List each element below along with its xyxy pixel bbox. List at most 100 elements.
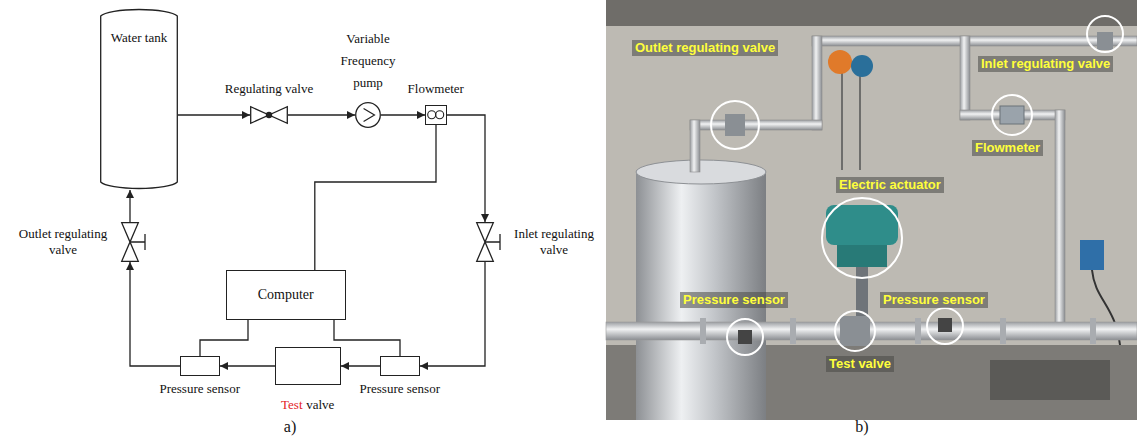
photo-callout: Flowmeter [972, 140, 1043, 156]
valve-handle [130, 234, 145, 250]
node-text: Flowmeter [408, 81, 464, 97]
pipe-line [341, 365, 380, 366]
photo-pressure-sensor [938, 318, 952, 332]
photo-pipe [812, 36, 822, 130]
pipe-line [288, 114, 355, 115]
bench-equipment [990, 360, 1110, 400]
photo-pressure-sensor [738, 330, 752, 344]
hoist-chain [859, 76, 861, 170]
photo-flowmeter [1000, 106, 1024, 124]
node-text: Water tank [111, 30, 167, 46]
signal-wire [315, 125, 436, 270]
computer-box: Computer [226, 270, 346, 320]
test-valve: Testvalve [275, 347, 341, 385]
node-label: Water tank [111, 30, 167, 46]
signal-wire [200, 320, 248, 356]
photo-callout: Electric actuator [836, 177, 944, 193]
node-text: Testvalve [281, 397, 334, 413]
photo-pipe [690, 120, 700, 172]
pipe-line [447, 115, 485, 222]
outlet-valve: Outlet regulating valve [121, 222, 139, 262]
photo-callout: Pressure sensor [880, 292, 988, 308]
pipe-line [420, 262, 485, 366]
photo-callout: Test valve [826, 356, 894, 372]
node-label: Test [281, 397, 302, 412]
node-text: Pressure sensor [359, 381, 440, 397]
node-text: Outlet regulating valve [13, 226, 113, 259]
flowmeter-symbol: Flowmeter [425, 105, 447, 125]
photo-callout: Outlet regulating valve [632, 40, 778, 56]
inlet-valve-outline [476, 222, 494, 262]
signal-wire [334, 320, 400, 356]
pipe-line [220, 365, 275, 366]
chain-hoist [851, 55, 873, 77]
tank-outline [101, 10, 178, 189]
node-label: Variable Frequency pump [333, 28, 403, 94]
node-text: Inlet regulating valve [506, 226, 602, 259]
pressure-sensor: Pressure sensor [180, 356, 220, 376]
node-label: Pressure sensor [359, 381, 440, 397]
photo-callout: Pressure sensor [680, 292, 788, 308]
node-text: Computer [258, 286, 314, 304]
pump-symbol: Variable Frequency pump [355, 102, 381, 128]
node-label: Outlet regulating valve [13, 226, 113, 259]
pipe-flange [915, 318, 921, 344]
pipe-line [130, 262, 180, 366]
pipe-line [381, 114, 425, 115]
photo-actuator [826, 205, 898, 245]
photo-test-valve [840, 316, 870, 346]
hoist-chain [841, 72, 843, 170]
highlight-circle [992, 95, 1032, 135]
pipe-flange [790, 318, 796, 344]
ceiling-beam [606, 0, 1137, 26]
pipe-flange [1000, 318, 1006, 344]
wall-device [1080, 240, 1104, 270]
photo-pipe [690, 120, 822, 130]
regulating-valve: Regulating valve [250, 106, 288, 124]
pipe-flange [700, 318, 706, 344]
valve-symbol [251, 107, 288, 124]
pipe-flange [1090, 318, 1096, 344]
node-text: Regulating valve [225, 81, 313, 97]
node-text: Pressure sensor [159, 381, 240, 397]
flowmeter-rotor [436, 111, 444, 119]
node-label: Regulating valve [225, 81, 313, 97]
highlight-circle [835, 311, 875, 351]
photo-outlet-valve [725, 114, 745, 136]
highlight-circle [1087, 16, 1123, 52]
valve-handle [485, 234, 500, 250]
node-text: Variable Frequency pump [333, 28, 403, 94]
highlight-circle [727, 319, 763, 355]
pump-symbol-outline [355, 102, 381, 128]
flowmeter-symbol-outline [426, 106, 445, 123]
panel-label: b) [855, 417, 868, 437]
flowmeter-rotor [428, 111, 436, 119]
outlet-valve-outline [121, 222, 139, 262]
node-label: Pressure sensor [159, 381, 240, 397]
panel-label: a) [284, 417, 296, 437]
node-label: Computer [258, 286, 314, 304]
pressure-sensor: Pressure sensor [380, 356, 420, 376]
photo-inlet-valve [1097, 32, 1113, 50]
photo-callout: Inlet regulating valve [978, 56, 1113, 72]
chain-hoist [828, 50, 852, 74]
pump-impeller [364, 109, 375, 122]
photo-main-pipe [606, 322, 1137, 340]
pipe-line [129, 190, 130, 222]
photo-wall [606, 0, 1137, 420]
pump-circle [356, 103, 381, 128]
photo-actuator [837, 245, 887, 267]
regulating-valve-outline [250, 106, 288, 124]
node-label: Inlet regulating valve [506, 226, 602, 259]
inlet-valve: Inlet regulating valve [476, 222, 494, 262]
photo-tank-top [636, 160, 766, 184]
highlight-circle [927, 308, 963, 344]
water-tank: Water tank [100, 8, 178, 190]
pipe-line [178, 114, 250, 115]
photo-pipe [1055, 110, 1065, 324]
photo-pipe [960, 36, 970, 120]
highlight-circle [711, 101, 759, 149]
node-label: Flowmeter [408, 81, 464, 97]
valve-stem [266, 112, 272, 118]
